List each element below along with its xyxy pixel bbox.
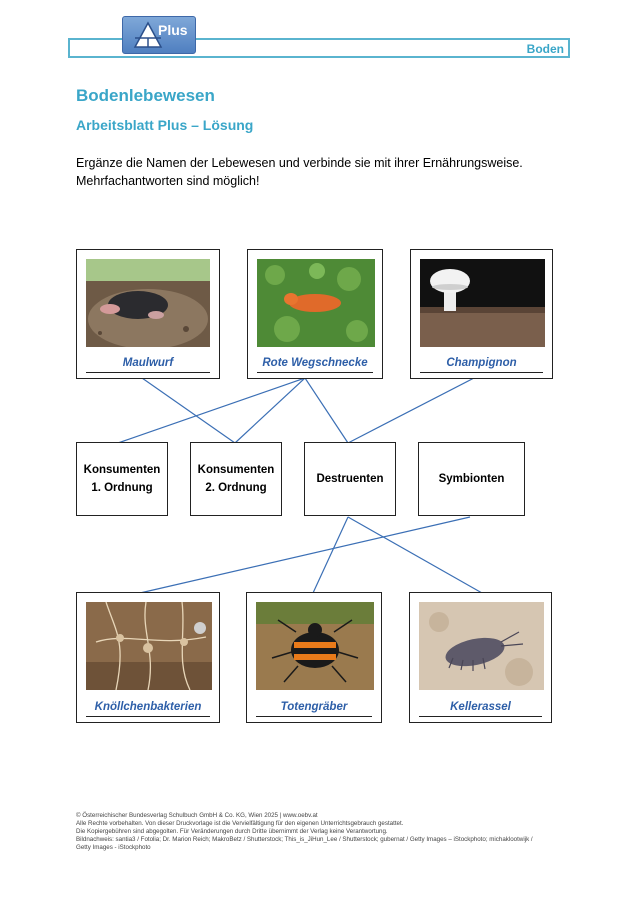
header-title: Boden <box>526 42 564 56</box>
footer-line: Die Kopiergebühren sind abgegolten. Für … <box>76 828 388 835</box>
line-destruenten-kellerassel <box>347 516 483 594</box>
instructions: Ergänze die Namen der Lebewesen und verb… <box>76 154 556 190</box>
category-line: Konsumenten <box>83 464 161 476</box>
footer-copyright: © Österreichischer Bundesverlag Schulbuc… <box>76 812 576 852</box>
woodlouse-photo <box>419 602 544 690</box>
answer-line <box>419 716 542 717</box>
instruction-line-2: Mehrfachantworten sind möglich! <box>76 174 260 188</box>
footer-line: © Österreichischer Bundesverlag Schulbuc… <box>76 812 318 819</box>
line-schnecke-k1 <box>117 377 306 444</box>
category-konsumenten-1: Konsumenten 1. Ordnung <box>76 442 168 516</box>
logo-text: Plus <box>158 22 188 38</box>
card-totengraeber: Totengräber <box>246 592 382 723</box>
root-nodules-photo <box>86 602 212 690</box>
page-title: Bodenlebewesen <box>76 86 215 105</box>
footer-line: Getty Images - iStockphoto <box>76 844 151 851</box>
card-maulwurf: Maulwurf <box>76 249 220 379</box>
category-line: 2. Ordnung <box>205 482 267 494</box>
instruction-line-1: Ergänze die Namen der Lebewesen und verb… <box>76 156 523 170</box>
answer-line <box>86 716 210 717</box>
footer-line: Bildnachweis: santia3 / Fotolia; Dr. Mar… <box>76 836 533 843</box>
page-subtitle: Arbeitsblatt Plus – Lösung <box>76 117 254 133</box>
plus-logo <box>122 16 196 54</box>
card-rote-wegschnecke: Rote Wegschnecke <box>247 249 383 379</box>
answer-line <box>257 372 373 373</box>
category-line: Symbionten <box>438 473 505 485</box>
line-schnecke-destruenten <box>304 377 349 444</box>
header-bar <box>68 38 570 58</box>
mole-photo <box>86 259 210 347</box>
line-destruenten-totengraeber <box>312 516 349 594</box>
card-label-maulwurf: Maulwurf <box>122 357 174 369</box>
line-maulwurf-k2 <box>141 377 236 444</box>
category-destruenten: Destruenten <box>304 442 396 516</box>
category-line: Destruenten <box>316 473 384 485</box>
card-kellerassel: Kellerassel <box>409 592 552 723</box>
line-symbionten-knoellchen <box>139 516 471 594</box>
card-label-champignon: Champignon <box>446 357 517 369</box>
category-konsumenten-2: Konsumenten 2. Ordnung <box>190 442 282 516</box>
line-champignon-destruenten <box>347 377 475 444</box>
burying-beetle-photo <box>256 602 374 690</box>
answer-line <box>420 372 543 373</box>
card-label-rote-wegschnecke: Rote Wegschnecke <box>262 357 368 369</box>
category-line: Konsumenten <box>197 464 275 476</box>
card-label-knoellchenbakterien: Knöllchenbakterien <box>94 701 202 713</box>
answer-line <box>86 372 210 373</box>
line-schnecke-k2 <box>234 377 306 444</box>
footer-line: Alle Rechte vorbehalten. Von dieser Druc… <box>76 820 404 827</box>
card-champignon: Champignon <box>410 249 553 379</box>
card-knoellchenbakterien: Knöllchenbakterien <box>76 592 220 723</box>
card-label-totengraeber: Totengräber <box>280 701 348 713</box>
mushroom-photo <box>420 259 545 347</box>
red-slug-photo <box>257 259 375 347</box>
triangle-logo-icon <box>133 21 163 48</box>
category-symbionten: Symbionten <box>418 442 525 516</box>
category-line: 1. Ordnung <box>91 482 153 494</box>
card-label-kellerassel: Kellerassel <box>450 701 511 713</box>
answer-line <box>256 716 372 717</box>
